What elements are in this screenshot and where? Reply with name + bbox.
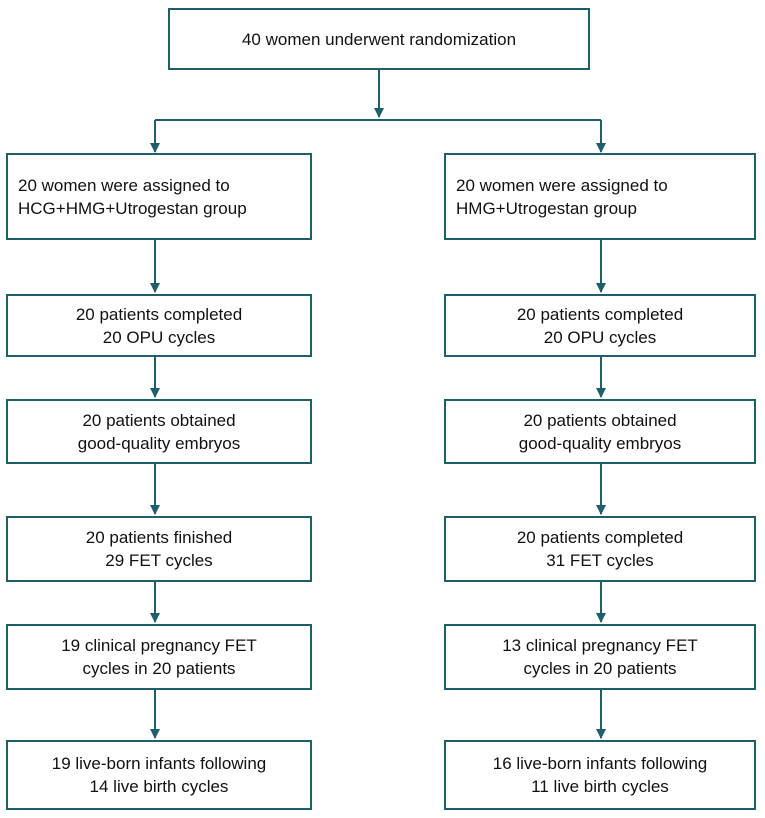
right-pregnancy-box: 13 clinical pregnancy FET cycles in 20 p… <box>444 624 756 690</box>
right-opu-line1: 20 patients completed <box>516 304 684 324</box>
left-opu-box: 20 patients completed 20 OPU cycles <box>6 294 312 357</box>
right-fet-line1: 20 patients completed <box>516 528 684 547</box>
right-fet-line2: 31 FET cycles <box>546 551 654 570</box>
right-assigned-box: 20 women were assigned to HMG+Utrogestan… <box>444 153 756 240</box>
left-assigned-line2: HCG+HMG+Utrogestan group <box>18 198 247 218</box>
right-embryos-line1: 20 patients obtained <box>523 410 677 430</box>
left-embryos-box: 20 patients obtained good-quality embryo… <box>6 399 312 464</box>
left-fet-line2: 29 FET cycles <box>105 551 213 570</box>
left-assigned-line1: 20 women were assigned to <box>18 175 230 195</box>
left-live-birth-line1: 19 live-born infants following <box>51 754 267 773</box>
left-pregnancy-box: 19 clinical pregnancy FET cycles in 20 p… <box>6 624 312 690</box>
right-assigned-line1: 20 women were assigned to <box>456 175 668 195</box>
right-pregnancy-line1: 13 clinical pregnancy FET <box>502 636 698 655</box>
right-live-birth-box: 16 live-born infants following 11 live b… <box>444 740 756 810</box>
right-opu-line2: 20 OPU cycles <box>543 327 657 347</box>
right-live-birth-line1: 16 live-born infants following <box>492 754 708 773</box>
right-embryos-box: 20 patients obtained good-quality embryo… <box>444 399 756 464</box>
left-live-birth-box: 19 live-born infants following 14 live b… <box>6 740 312 810</box>
right-opu-box: 20 patients completed 20 OPU cycles <box>444 294 756 357</box>
left-fet-line1: 20 patients finished <box>85 528 233 547</box>
left-fet-box: 20 patients finished 29 FET cycles <box>6 516 312 582</box>
randomization-text: 40 women underwent randomization <box>241 29 517 49</box>
right-assigned-line2: HMG+Utrogestan group <box>456 198 637 218</box>
left-embryos-line2: good-quality embryos <box>77 433 241 453</box>
left-live-birth-line2: 14 live birth cycles <box>89 777 229 796</box>
left-pregnancy-line1: 19 clinical pregnancy FET <box>61 636 257 655</box>
right-embryos-line2: good-quality embryos <box>518 433 682 453</box>
left-opu-line2: 20 OPU cycles <box>102 327 216 347</box>
right-fet-box: 20 patients completed 31 FET cycles <box>444 516 756 582</box>
right-pregnancy-line2: cycles in 20 patients <box>523 659 677 678</box>
left-pregnancy-line2: cycles in 20 patients <box>82 659 236 678</box>
right-live-birth-line2: 11 live birth cycles <box>531 777 669 796</box>
left-opu-line1: 20 patients completed <box>75 304 243 324</box>
left-embryos-line1: 20 patients obtained <box>82 410 236 430</box>
left-assigned-box: 20 women were assigned to HCG+HMG+Utroge… <box>6 153 312 240</box>
randomization-box: 40 women underwent randomization <box>168 8 590 70</box>
